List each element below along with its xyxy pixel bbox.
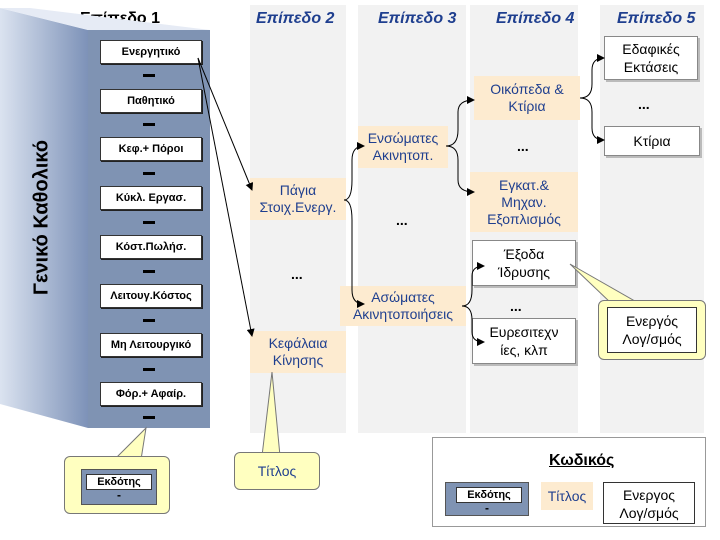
node-buildings: Κτίρια — [604, 126, 700, 156]
active-account-label: Ενεργός Λογ/σμός — [622, 313, 682, 347]
level5-title: Επίπεδο 5 — [617, 10, 696, 27]
ellipsis: ... — [517, 138, 529, 154]
ellipsis: ... — [291, 266, 303, 282]
publisher-dash: - — [117, 488, 121, 502]
dash-separator — [143, 319, 155, 322]
level3-title: Επίπεδο 3 — [378, 10, 457, 27]
active-account-box: Ενεργός Λογ/σμός — [607, 307, 697, 353]
level2-title: Επίπεδο 2 — [256, 10, 335, 27]
account-capital: Κεφ.+ Πόροι — [100, 137, 202, 161]
node-setup-costs: Έξοδα Ίδρυσης — [472, 240, 576, 286]
dash-separator — [143, 416, 155, 419]
ellipsis: ... — [396, 212, 408, 228]
dash-separator — [143, 74, 155, 77]
node-equipment: Εγκατ.& Μηχαν. Εξοπλισμός — [470, 172, 578, 232]
account-operating-cost: Λειτουγ.Κόστος — [100, 284, 202, 308]
legend: Κωδικός Εκδότης - Τίτλος Ενεργος Λογ/σμό… — [432, 437, 706, 527]
callout-title: Τίτλος — [234, 452, 320, 490]
level3-column — [358, 5, 466, 433]
account-liabilities: Παθητικό — [100, 89, 202, 113]
legend-title: Τίτλος — [541, 482, 593, 510]
node-land-buildings: Οικόπεδα & Κτίρια — [474, 76, 580, 120]
dash-separator — [143, 172, 155, 175]
publisher-chip: Εκδότης - — [81, 469, 157, 505]
level4-title: Επίπεδο 4 — [496, 10, 575, 27]
publisher-label: Εκδότης — [86, 474, 152, 490]
account-cost-of-sales: Κόστ.Πωλήσ. — [100, 235, 202, 259]
callout-publisher: Εκδότης - — [64, 456, 170, 514]
legend-heading: Κωδικός — [549, 452, 615, 469]
node-working-capital: Κεφάλαια Κίνησης — [250, 331, 346, 373]
account-non-operating: Μη Λειτουργικό — [100, 333, 202, 357]
dash-separator — [143, 270, 155, 273]
ellipsis: ... — [510, 298, 522, 314]
legend-active-account: Ενεργος Λογ/σμός — [603, 482, 695, 524]
node-tangible-assets: Ενσώματες Ακινητοπ. — [358, 126, 448, 168]
dash-separator — [143, 368, 155, 371]
legend-publisher-chip: Εκδότης - — [445, 482, 529, 516]
account-turnover: Κύκλ. Εργασ. — [100, 186, 202, 210]
account-assets: Ενεργητικό — [100, 40, 202, 64]
ellipsis: ... — [638, 96, 650, 112]
callout-active-account: Ενεργός Λογ/σμός — [598, 300, 706, 360]
legend-publisher-dash: - — [485, 501, 489, 515]
node-land: Εδαφικές Εκτάσεις — [604, 36, 698, 80]
node-patents: Ευρεσιτεχν ίες, κλπ — [472, 318, 576, 364]
account-taxes: Φόρ.+ Αφαίρ. — [100, 382, 202, 406]
dash-separator — [143, 123, 155, 126]
title-label: Τίτλος — [257, 463, 297, 479]
node-fixed-assets: Πάγια Στοιχ.Ενεργ. — [250, 178, 346, 220]
legend-publisher-label: Εκδότης — [456, 487, 522, 503]
dash-separator — [143, 221, 155, 224]
